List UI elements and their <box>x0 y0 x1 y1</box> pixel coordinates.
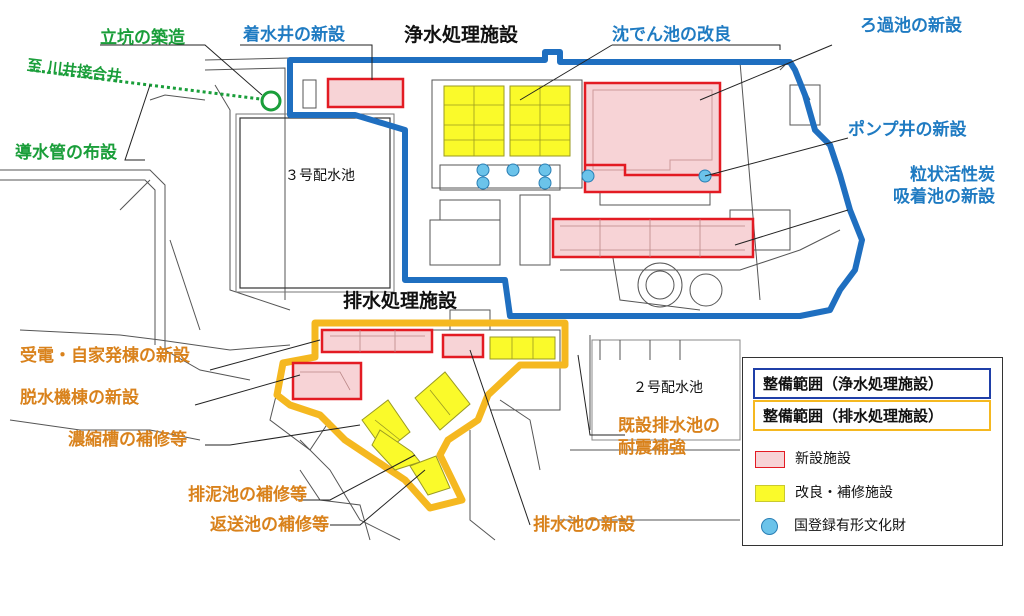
site-linework <box>0 57 841 541</box>
label-sedimentation-improvement: 沈でん池の改良 <box>612 25 731 45</box>
label-thickener-repair: 濃縮槽の補修等 <box>68 430 187 450</box>
power-building-new <box>320 328 434 354</box>
label-conduit-laying: 導水管の布設 <box>15 143 117 163</box>
cultural-property-icon <box>761 517 778 535</box>
label-gac-adsorption: 粒状活性炭 吸着池の新設 <box>893 165 995 208</box>
label-existing-drainage-seismic: 既設排水池の 耐震補強 <box>618 416 720 459</box>
label-purification-facility: 浄水処理施設 <box>404 24 519 46</box>
label-drainage-facility: 排水処理施設 <box>343 290 458 312</box>
drainage-basin-new <box>441 333 485 359</box>
improve-swatch <box>755 484 785 502</box>
purification-scope-outline <box>287 49 865 319</box>
improvement-facilities <box>361 85 571 496</box>
return-basin <box>409 455 451 496</box>
gac-adsorption-new <box>551 217 755 259</box>
legend-new-label: 新設施設 <box>795 451 851 467</box>
legend-cultural-label: 国登録有形文化財 <box>794 518 906 534</box>
label-drainage-basin-new: 排水池の新設 <box>533 515 635 535</box>
label-sludge-basin-repair: 排泥池の補修等 <box>188 485 307 505</box>
sludge-basin <box>371 429 421 471</box>
label-power-building: 受電・自家発棟の新設 <box>20 346 190 366</box>
legend-new-row: 新設施設 <box>755 448 851 468</box>
conduit-route <box>29 68 269 102</box>
drainage-scope-outline <box>273 319 569 512</box>
new-swatch <box>755 450 785 468</box>
dewatering-building-new <box>291 361 363 401</box>
label-pump-well: ポンプ井の新設 <box>848 120 967 140</box>
label-shaft-construction: 立坑の築造 <box>100 28 185 48</box>
legend-purification-scope: 整備範囲（浄水処理施設） <box>753 368 991 399</box>
legend-improve-label: 改良・補修施設 <box>795 485 893 501</box>
reservoir-2-text: ２号配水池 <box>633 380 703 396</box>
reservoir-3-text: ３号配水池 <box>285 168 355 184</box>
legend-improve-row: 改良・補修施設 <box>755 482 893 502</box>
label-receiving-well: 着水井の新設 <box>243 25 345 45</box>
label-dewatering-building: 脱水機棟の新設 <box>20 388 139 408</box>
legend-cultural-row: 国登録有形文化財 <box>755 515 906 535</box>
existing-drainage-basin <box>489 336 556 360</box>
legend-drainage-scope: 整備範囲（排水処理施設） <box>753 400 991 431</box>
legend: 整備範囲（浄水処理施設） 整備範囲（排水処理施設） 新設施設 改良・補修施設 国… <box>742 357 1003 546</box>
thickener-2 <box>414 371 471 431</box>
receiving-well-new <box>326 77 405 109</box>
label-return-basin-repair: 返送池の補修等 <box>210 515 329 535</box>
shaft-marker <box>260 90 282 112</box>
cultural-property-markers <box>476 163 712 190</box>
callout-lines <box>100 44 849 526</box>
new-facilities <box>291 77 755 401</box>
label-filter-basin: ろ過池の新設 <box>860 16 962 36</box>
